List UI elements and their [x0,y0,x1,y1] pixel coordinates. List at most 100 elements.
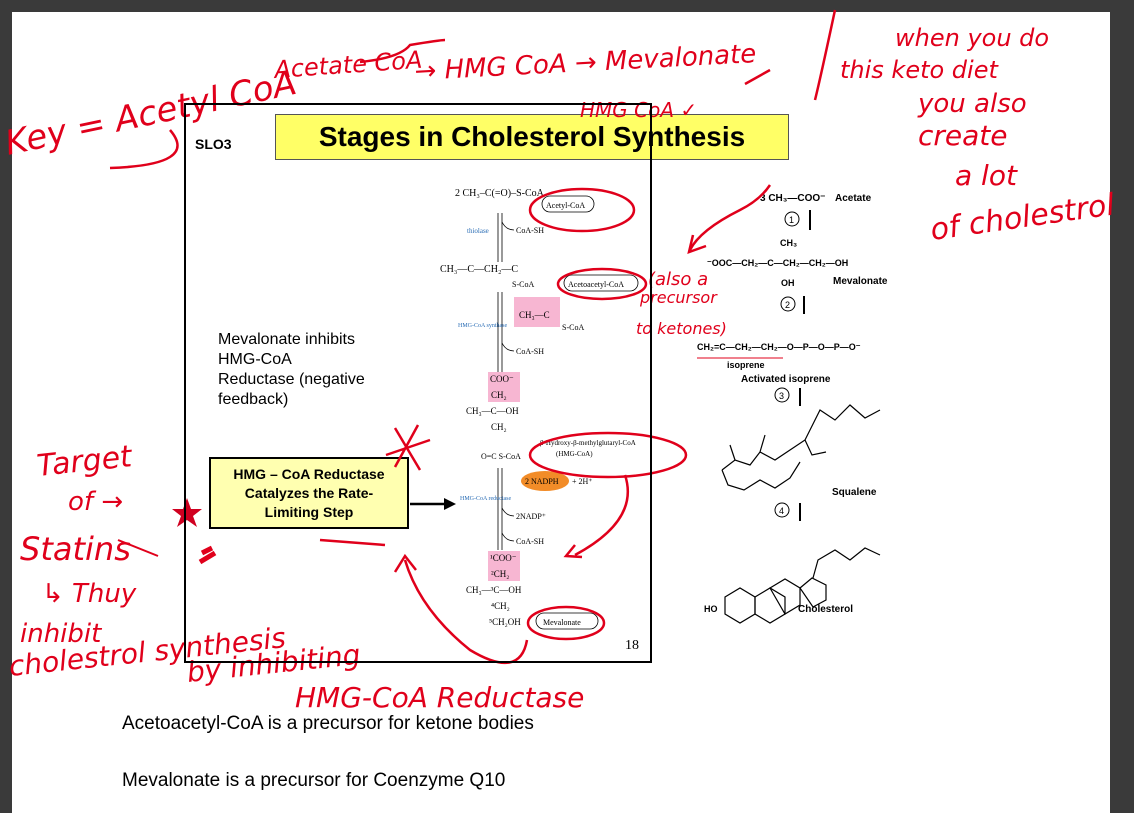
activated-isoprene-label: Activated isoprene [741,374,831,385]
mevalonate-label: Mevalonate [543,618,581,627]
box-line: Catalyzes the Rate- [244,484,374,501]
acetate-label: Acetate [835,193,872,204]
coash-2: CoA-SH [516,347,544,356]
ch2-text: CH₂ [491,390,507,400]
coash-arrow [501,342,515,352]
acetyl-group: CH₃—C [519,310,550,320]
step3: 3 [779,391,784,401]
thiolase-label: thiolase [467,227,489,235]
pink-highlight [514,297,560,327]
step2: 2 [785,300,790,310]
isoprene-formula: CH₂=C—CH₂—CH₂—O—P—O—P—O⁻ [697,342,861,352]
hw-key: Key = Acetyl CoA [2,63,300,164]
hmg-synthase-label: HMG-CoA synthase [458,323,508,329]
bottom-text-2: Mevalonate is a precursor for Coenzyme Q… [122,770,506,791]
acetoacetyl-formula: CH₃—C—CH₂—C [440,264,518,275]
step-circle [774,387,790,403]
mevalonate-label-box [535,612,599,630]
isoprene-label: isoprene [727,360,765,370]
red-stroke [117,539,159,557]
squalene-label: Squalene [832,487,877,498]
acetyl-label: Acetyl-CoA [546,201,585,210]
red-underline [319,538,386,547]
step4: 4 [779,506,784,516]
step-circle [780,296,796,312]
hw-acetate: Acetate CoA [271,46,423,84]
cholesterol-structure [724,547,881,624]
pink-highlight [488,372,520,402]
hw-hmg-under: HMG CoA ✓ [580,98,697,122]
hw-hmg-mev: → HMG CoA → Mevalonate [414,39,757,87]
slide-title: Stages in Cholesterol Synthesis [275,114,789,160]
hw-thus: inhibit [20,619,102,649]
nadph-badge [521,471,569,491]
slide-label: SLO3 [195,136,232,152]
box-line: Limiting Step [264,503,354,520]
hw-thus: HMG-CoA Reductase [295,681,584,714]
ch2-text: CH₂ [491,422,507,432]
ch2oh-text: ⁵CH₂OH [489,617,521,627]
coash-arrow [501,532,515,542]
note-line: Reductase (negative [218,371,365,388]
nadph-label: 2 NADPH [525,477,559,486]
right-mevalonate-formula: ⁻OOC—CH₂—C—CH₂—CH₂—OH [707,258,848,268]
h-plus-label: + 2H⁺ [572,477,593,486]
box-line: HMG – CoA Reductase [233,465,385,482]
hw-keto: create [918,119,1008,152]
hw-thus: ↳ Thuy [42,579,137,609]
hw-keto: of cholestrol [928,187,1117,248]
hw-keto: a lot [955,159,1018,192]
mevalonate-note: Mevalonate inhibits HMG-CoA Reductase (n… [218,330,365,410]
nadp-label: 2NADP⁺ [516,512,546,521]
step-circle [774,502,790,518]
cholesterol-label: Cholesterol [798,604,853,615]
hw-also: to ketones) [636,319,727,338]
acetoacetyl-label-box [563,274,639,292]
coash-arrow [501,221,515,231]
coo-text: COO⁻ [490,374,514,384]
hmg-reductase-label: HMG-CoA reductase [460,496,511,502]
step1: 1 [789,215,794,225]
coo-text: ¹COO⁻ [490,553,517,563]
mevalonate-center: CH₃—³C—OH [466,585,522,595]
acetoacetyl-label: Acetoacetyl-CoA [568,280,624,289]
scoa-text: S-CoA [512,280,534,289]
nadp-arrow [501,507,515,517]
scoa-text: O=C S-CoA [481,452,521,461]
coash-1: CoA-SH [516,226,544,235]
hw-target: Target [35,439,135,484]
scribble-mark [198,545,217,565]
hmg-reductase-box: HMG – CoA Reductase Catalyzes the Rate- … [209,457,409,529]
hw-keto: you also [917,89,1027,119]
scoa-text: S-CoA [562,323,584,332]
pink-highlight [488,551,520,581]
star-icon [172,498,202,527]
bottom-text-1: Acetoacetyl-CoA is a precursor for keton… [122,713,534,734]
acetyl-label-box [541,195,595,213]
oh-label: OH [781,278,795,288]
acetate-formula: 3 CH₃—COO⁻ [760,193,825,204]
ch2-text: ²CH₂ [491,569,509,579]
note-line: feedback) [218,391,289,408]
box-arrow-head [444,498,456,510]
hw-keto: this keto diet [840,56,999,84]
hmg-center: CH₃—C—OH [466,406,519,416]
note-line: Mevalonate inhibits [218,331,355,348]
ch2-text: ⁴CH₂ [491,601,510,611]
hw-target: of → [68,487,123,517]
note-line: HMG-CoA [218,351,292,368]
ch3-label: CH₃ [780,238,797,248]
hmg-label-1: β-Hydroxy-β-methylglutaryl-CoA [540,439,636,447]
hw-target: Statins [20,530,131,568]
squalene-structure [721,404,881,491]
hmg-label-2: (HMG-CoA) [556,450,593,458]
hw-also: (also a [648,269,708,290]
step-circle [784,211,800,227]
red-annotations [109,9,837,665]
hw-keto: when you do [895,24,1049,52]
ho-label: HO [704,604,718,614]
hw-also: precursor [639,288,718,307]
slide-page-number: 18 [625,638,639,653]
acetyl-formula: 2 CH₃–C(=O)–S-CoA [455,188,545,199]
